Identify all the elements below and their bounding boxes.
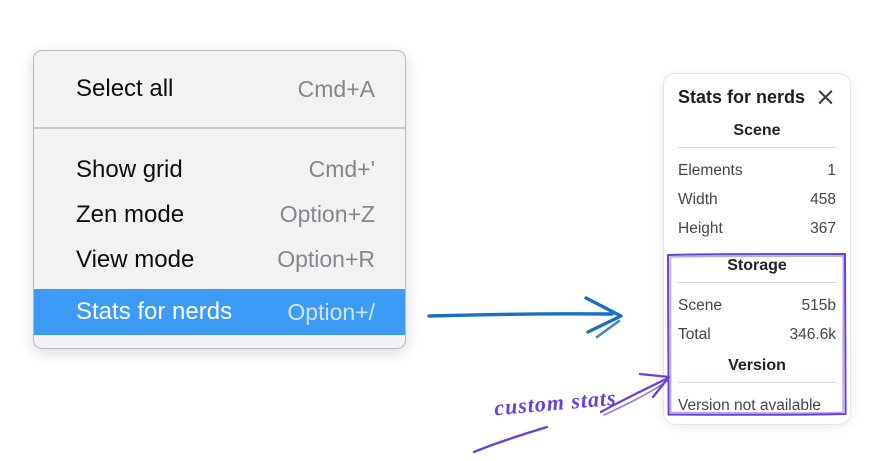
menu-item-shortcut: Option+/: [287, 298, 375, 325]
annotation-arrow[interactable]: [472, 372, 671, 454]
menu-item-shortcut: Cmd+': [308, 156, 375, 182]
menu-item-show-grid[interactable]: Show grid Cmd+': [34, 147, 405, 192]
menu-item-zen-mode[interactable]: Zen mode Option+Z: [34, 192, 405, 237]
stat-label: Width: [678, 191, 718, 208]
section-scene: Scene Elements 1 Width 458 Height 367: [678, 121, 836, 243]
section-storage: Storage Scene 515b Total 346.6k: [678, 256, 836, 349]
section-divider: [678, 147, 836, 148]
stat-row-height: Height 367: [678, 214, 836, 243]
stat-value: 346.6k: [789, 326, 836, 343]
stat-value: 458: [810, 191, 836, 208]
stats-panel-header: Stats for nerds ×: [678, 82, 836, 111]
menu-item-stats-for-nerds[interactable]: Stats for nerds Option+/: [34, 289, 405, 335]
stat-value: 367: [810, 220, 836, 237]
menu-group: Show grid Cmd+' Zen mode Option+Z View m…: [34, 129, 405, 335]
menu-divider: [34, 127, 405, 129]
annotation-label[interactable]: custom stats: [493, 384, 618, 421]
menu-item-view-mode[interactable]: View mode Option+R: [34, 237, 405, 282]
menu-item-shortcut: Cmd+A: [297, 75, 375, 102]
section-title: Version: [728, 357, 786, 374]
menu-item-shortcut: Option+Z: [279, 201, 375, 227]
menu-item-select-all[interactable]: Select all Cmd+A: [34, 51, 405, 127]
stats-panel-title: Stats for nerds: [678, 87, 806, 107]
stats-panel: Stats for nerds × Scene Elements 1 Width…: [663, 73, 851, 425]
version-note: Version not available: [678, 397, 822, 414]
context-menu: Select all Cmd+A Show grid Cmd+' Zen mod…: [33, 50, 406, 349]
section-title: Storage: [727, 257, 787, 274]
close-icon[interactable]: ×: [815, 82, 836, 111]
menu-item-label: Zen mode: [76, 200, 185, 228]
section-divider: [678, 382, 836, 383]
menu-item-label: Select all: [76, 75, 174, 102]
section-divider: [678, 282, 836, 283]
stat-row-width: Width 458: [678, 185, 836, 214]
stat-row-elements: Elements 1: [678, 156, 836, 185]
menu-item-shortcut: Option+R: [277, 246, 375, 272]
stat-value: 515b: [801, 297, 836, 314]
flow-arrow[interactable]: [427, 296, 623, 339]
menu-item-label: Show grid: [76, 155, 183, 183]
stat-row-total-storage: Total 346.6k: [678, 320, 836, 349]
stat-value: 1: [827, 162, 836, 179]
stat-label: Elements: [678, 162, 743, 179]
menu-item-label: Stats for nerds: [76, 298, 233, 325]
stat-row-scene-storage: Scene 515b: [678, 291, 836, 320]
stat-label: Height: [678, 220, 723, 237]
stat-label: Scene: [678, 297, 722, 314]
stat-label: Total: [678, 326, 711, 343]
annotation-box[interactable]: [667, 253, 847, 416]
section-title: Scene: [733, 122, 781, 139]
section-version: Version Version not available: [678, 356, 836, 420]
menu-item-label: View mode: [76, 245, 195, 273]
